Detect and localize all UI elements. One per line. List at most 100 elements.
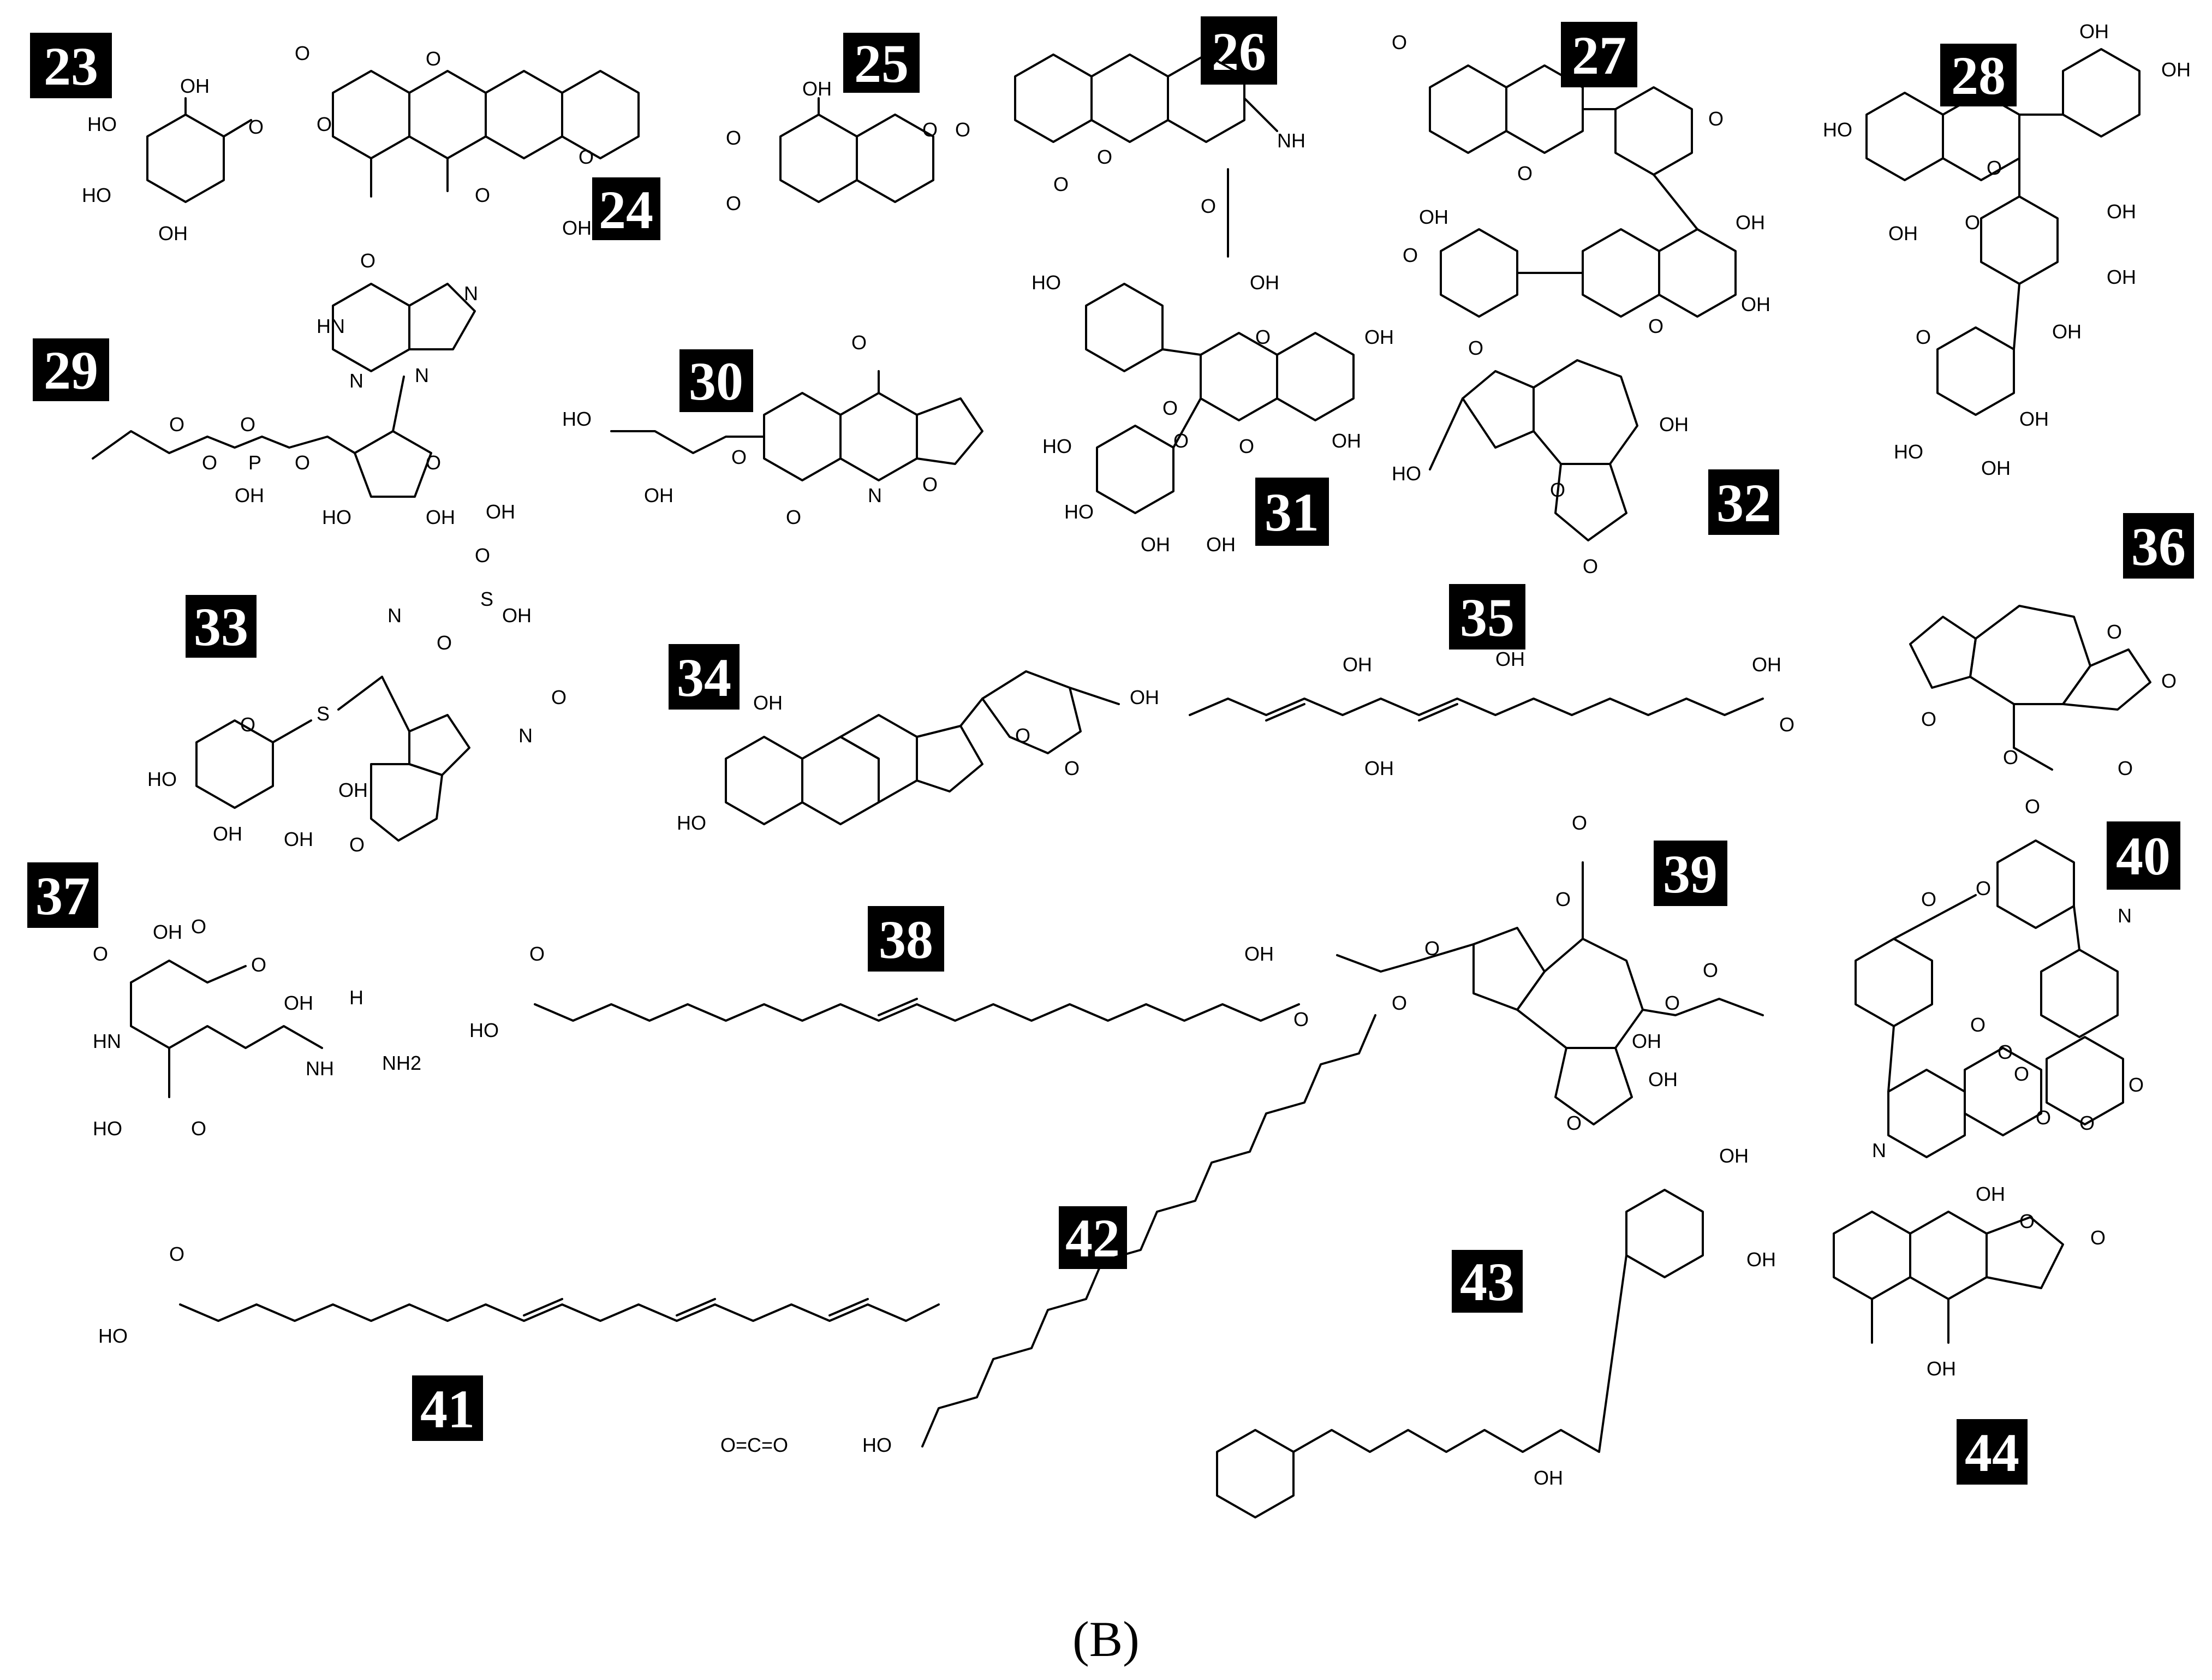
atom-label: O <box>1779 713 1794 736</box>
atom-label: OH <box>1332 430 1361 452</box>
atom-label: OH <box>284 992 313 1014</box>
compound-37: 37 OH O O O OH HN NH NH2 HO O H <box>27 862 421 1140</box>
atom-label: O <box>1239 435 1254 457</box>
compound-25: 25 OH O O O O <box>726 33 970 215</box>
atom-label: O <box>1162 397 1178 419</box>
atom-label: OH <box>1719 1145 1749 1167</box>
atom-label: O <box>1572 812 1587 834</box>
compound-40-label: 40 <box>2116 826 2171 886</box>
atom-label: O <box>1392 992 1407 1014</box>
compound-39-label: 39 <box>1663 844 1718 904</box>
atom-label: NH2 <box>382 1052 421 1074</box>
atom-label: O <box>191 1117 206 1140</box>
atom-label: OH <box>486 501 515 523</box>
compound-41: 41 O HO <box>98 1243 940 1441</box>
atom-label: HO <box>1894 440 1923 463</box>
atom-label: OH <box>2161 58 2191 81</box>
compound-42-label: 42 <box>1065 1208 1120 1268</box>
atom-label: HO <box>1064 501 1094 523</box>
atom-label: HO <box>322 506 351 528</box>
atom-label: O <box>851 331 867 354</box>
atom-label: OH <box>1888 222 1918 245</box>
atom-label: O <box>1173 430 1189 452</box>
compound-27-label: 27 <box>1572 25 1626 86</box>
atom-label: O <box>1976 877 1991 899</box>
atom-label: O <box>1255 326 1271 348</box>
atom-label: O <box>1424 937 1440 960</box>
panel-caption: (B) <box>1072 1611 1140 1667</box>
atom-label: O <box>240 713 255 736</box>
atom-label: OH <box>1736 211 1765 234</box>
atom-label: O <box>2161 670 2177 692</box>
compound-29-label: 29 <box>44 340 98 401</box>
atom-label: O <box>1703 959 1718 981</box>
compound-44: 44 OH O O OH <box>1833 1183 2106 1485</box>
atom-label: O <box>191 915 206 938</box>
compound-30: 30 O HO O OH N O O <box>562 331 983 528</box>
atom-label: HO <box>1392 462 1421 485</box>
compound-23: 23 OH HO HO OH O <box>30 33 264 245</box>
compound-29: 29 O HN N N N O O P O O OH O HO OH <box>33 249 478 528</box>
atom-label: N <box>1872 1139 1886 1161</box>
atom-label: O <box>2118 757 2133 779</box>
atom-label: O <box>1468 337 1483 359</box>
compound-38-label: 38 <box>879 909 933 970</box>
atom-label: O <box>426 451 441 474</box>
atom-label: N <box>464 282 478 305</box>
atom-label: S <box>317 702 330 725</box>
atom-label: O <box>1921 708 1936 730</box>
atom-label: OH <box>1976 1183 2005 1205</box>
atom-label: O <box>2036 1106 2051 1129</box>
compound-39: 39 O O O O O O OH O OH <box>1336 812 1764 1134</box>
atom-label: O <box>786 506 801 528</box>
atom-label: O <box>579 146 594 168</box>
atom-label: OH <box>2052 320 2082 343</box>
atom-label: OH <box>644 484 673 507</box>
compound-26: 26 O O NH O OH <box>1014 16 1305 294</box>
atom-label: OH <box>1419 206 1448 228</box>
atom-label: O <box>251 954 266 976</box>
compound-34: 34 OH O O OH HO <box>669 644 1159 834</box>
atom-label: OH <box>1741 293 1770 315</box>
atom-label: HO <box>1042 435 1072 457</box>
atom-label: OH <box>2079 20 2109 43</box>
compound-36-label: 36 <box>2131 516 2186 577</box>
atom-label: HO <box>82 184 111 206</box>
atom-label: O <box>295 42 310 64</box>
atom-label: O <box>529 943 545 965</box>
atom-label: O <box>360 249 375 272</box>
atom-label: HO <box>98 1325 128 1347</box>
compound-44-label: 44 <box>1965 1422 2019 1483</box>
atom-label: O <box>1097 146 1112 168</box>
atom-label: OH <box>2019 408 2049 430</box>
atom-label: O <box>1583 555 1598 577</box>
atom-label: OH <box>1981 457 2011 479</box>
atom-label: O <box>1965 211 1980 234</box>
compound-35-label: 35 <box>1460 587 1515 648</box>
atom-label: O <box>169 1243 184 1265</box>
atom-label: O <box>1665 992 1680 1014</box>
atom-label: O <box>1550 479 1565 501</box>
atom-label: OH <box>1364 326 1394 348</box>
atom-label: OH <box>1746 1248 1776 1271</box>
atom-label: O <box>2128 1074 2144 1096</box>
atom-label: O <box>1998 1041 2013 1063</box>
atom-label: OH <box>1206 533 1236 556</box>
atom-label: OH <box>753 692 783 714</box>
compound-31: 31 HO O OH O O OH HO O HO OH OH <box>1032 271 1394 556</box>
atom-label: O <box>1708 108 1724 130</box>
atom-label: O <box>1053 173 1069 195</box>
compound-42: 42 O=C=O HO <box>720 1014 1376 1456</box>
compound-23-label: 23 <box>44 36 98 97</box>
atom-label: O <box>2014 1063 2029 1085</box>
atom-label: O <box>475 184 490 206</box>
atom-label: O <box>1201 195 1216 217</box>
atom-label: HO <box>1823 118 1852 141</box>
compound-30-label: 30 <box>689 351 743 412</box>
atom-label: O <box>1987 157 2002 179</box>
atom-label: OH <box>180 75 210 97</box>
compound-25-label: 25 <box>854 33 909 94</box>
atom-label: O <box>726 127 741 149</box>
atom-label: OH <box>1632 1030 1661 1052</box>
